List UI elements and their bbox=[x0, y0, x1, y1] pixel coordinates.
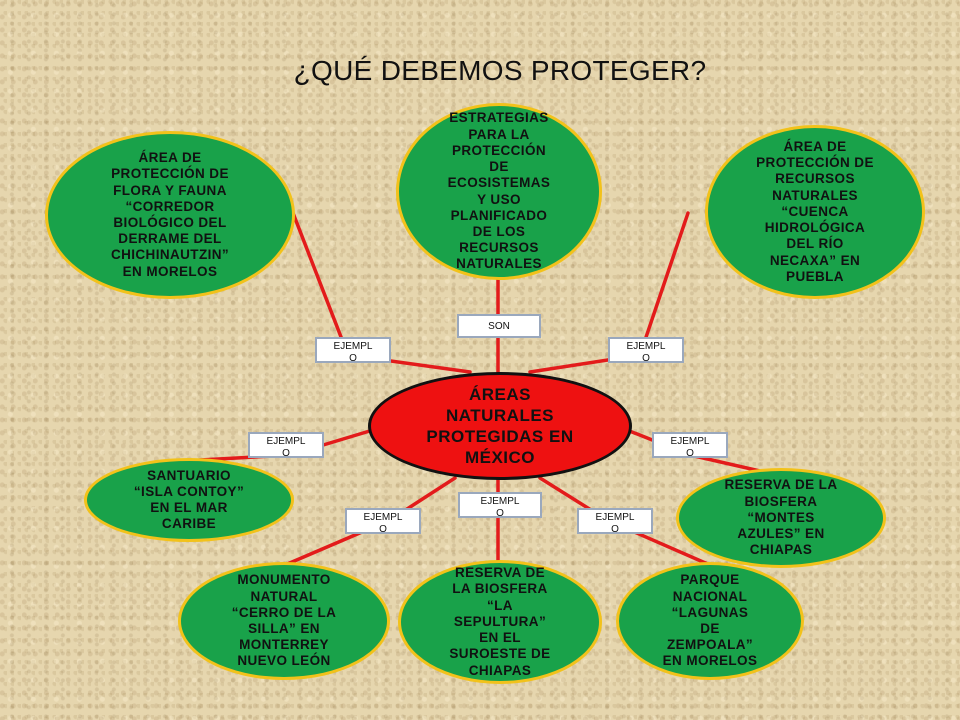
label-ejemplo: EJEMPL O bbox=[345, 508, 421, 535]
node-estrategias-text: ESTRATEGIAS PARA LA PROTECCIÓN DE ECOSIS… bbox=[447, 110, 551, 272]
node-chichinautzin: ÁREA DE PROTECCIÓN DE FLORA Y FAUNA “COR… bbox=[45, 131, 295, 299]
node-zempoala: PARQUE NACIONAL “LAGUNAS DE ZEMPOALA” EN… bbox=[616, 562, 804, 680]
node-contoy: SANTUARIO “ISLA CONTOY” EN EL MAR CARIBE bbox=[84, 458, 294, 542]
label-ejemplo: EJEMPL O bbox=[248, 432, 324, 459]
node-zempoala-text: PARQUE NACIONAL “LAGUNAS DE ZEMPOALA” EN… bbox=[662, 572, 758, 669]
node-sepultura-text: RESERVA DE LA BIOSFERA “LA SEPULTURA” EN… bbox=[449, 565, 551, 678]
label-ejemplo: EJEMPL O bbox=[458, 492, 542, 519]
node-necaxa: ÁREA DE PROTECCIÓN DE RECURSOS NATURALES… bbox=[705, 125, 925, 299]
node-montes-azules-text: RESERVA DE LA BIOSFERA “MONTES AZULES” E… bbox=[724, 477, 838, 558]
node-center-areas-naturales: ÁREAS NATURALES PROTEGIDAS EN MÉXICO bbox=[368, 372, 632, 480]
node-montes-azules: RESERVA DE LA BIOSFERA “MONTES AZULES” E… bbox=[676, 468, 886, 568]
label-ejemplo: EJEMPL O bbox=[652, 432, 728, 459]
node-cerro-silla-text: MONUMENTO NATURAL “CERRO DE LA SILLA” EN… bbox=[231, 572, 337, 669]
node-sepultura: RESERVA DE LA BIOSFERA “LA SEPULTURA” EN… bbox=[398, 560, 602, 684]
label-ejemplo: EJEMPL O bbox=[577, 508, 653, 535]
node-estrategias: ESTRATEGIAS PARA LA PROTECCIÓN DE ECOSIS… bbox=[396, 103, 602, 280]
label-son: SON bbox=[457, 314, 541, 338]
label-ejemplo: EJEMPL O bbox=[608, 337, 684, 364]
node-contoy-text: SANTUARIO “ISLA CONTOY” EN EL MAR CARIBE bbox=[133, 467, 245, 532]
node-chichinautzin-text: ÁREA DE PROTECCIÓN DE FLORA Y FAUNA “COR… bbox=[110, 150, 230, 279]
label-ejemplo: EJEMPL O bbox=[315, 337, 391, 364]
node-center-text: ÁREAS NATURALES PROTEGIDAS EN MÉXICO bbox=[426, 385, 574, 467]
node-necaxa-text: ÁREA DE PROTECCIÓN DE RECURSOS NATURALES… bbox=[756, 139, 874, 284]
node-cerro-silla: MONUMENTO NATURAL “CERRO DE LA SILLA” EN… bbox=[178, 562, 390, 680]
page-title: ¿QUÉ DEBEMOS PROTEGER? bbox=[293, 55, 707, 86]
